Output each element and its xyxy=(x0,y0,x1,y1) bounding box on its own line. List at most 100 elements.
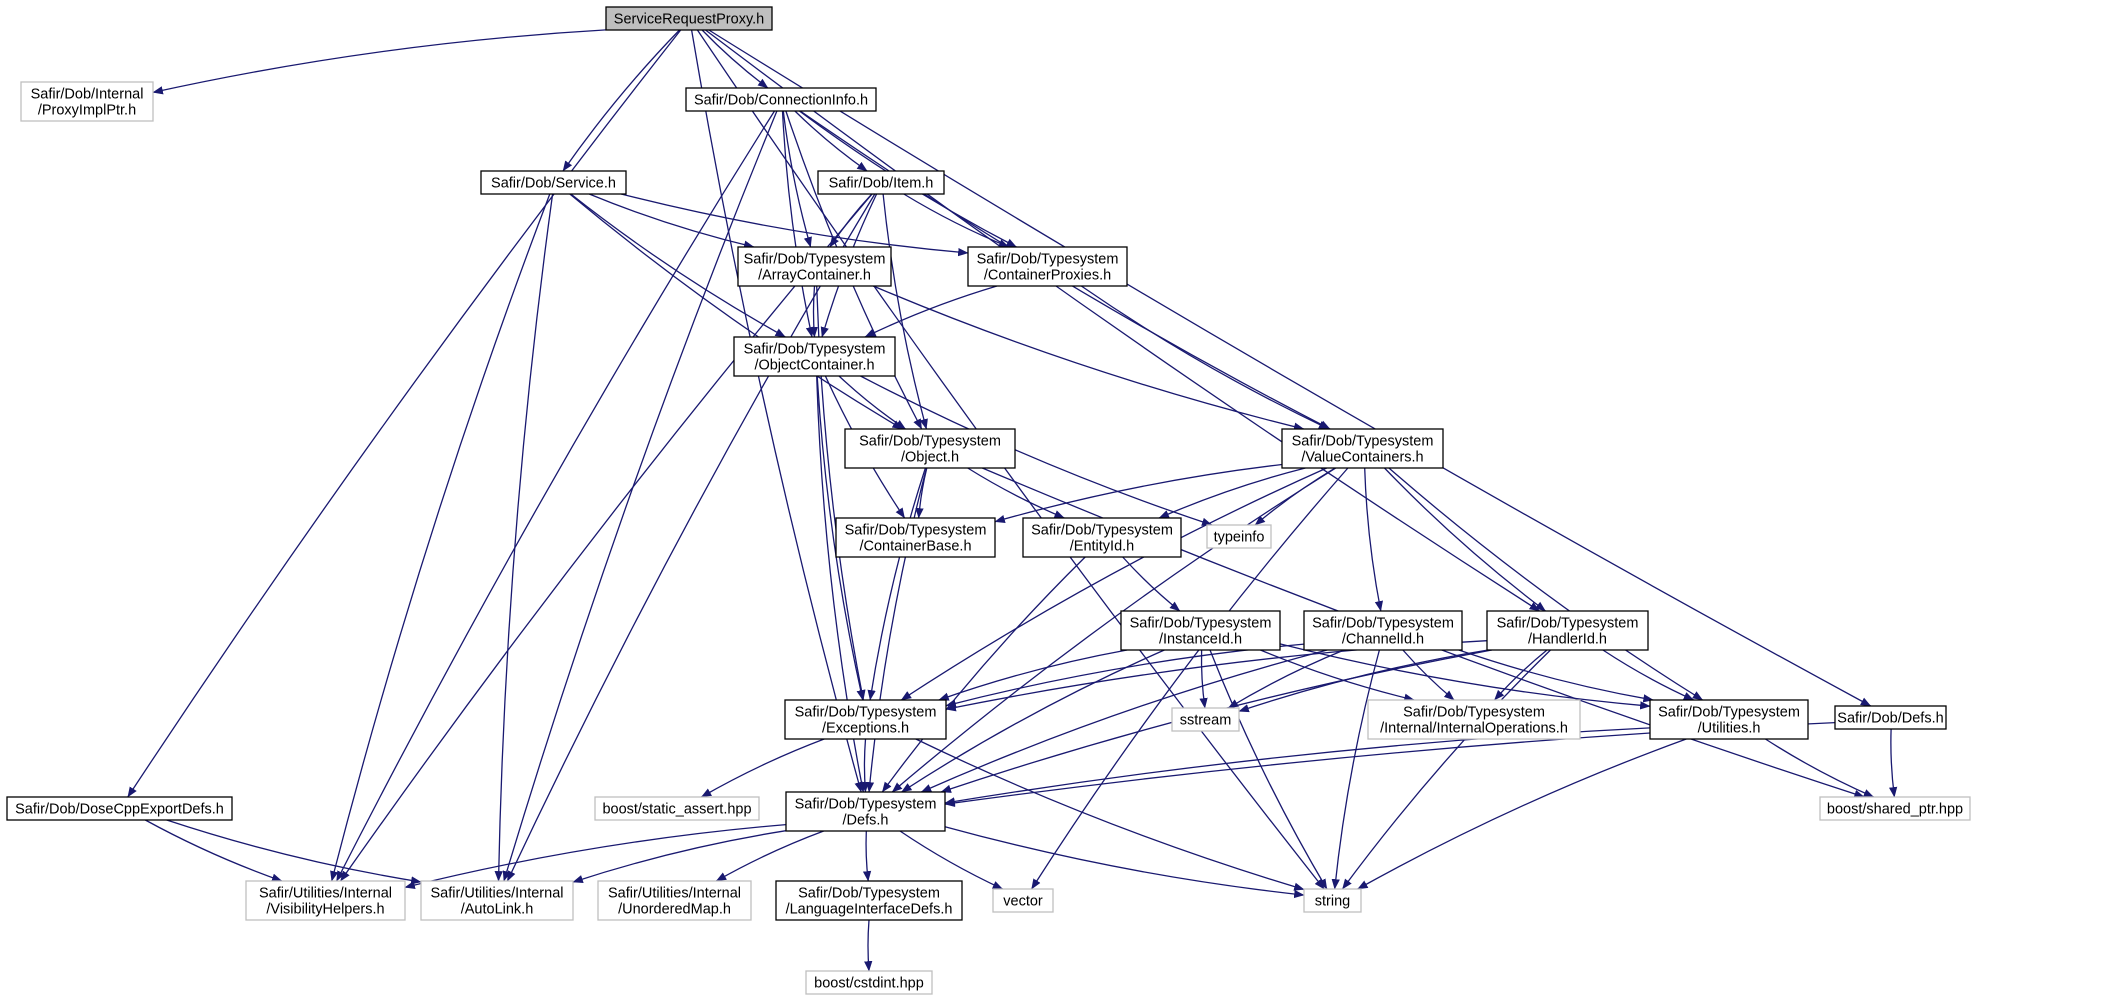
edge-channelid-to-tsdefs xyxy=(920,649,1328,793)
edge-utilities-to-string xyxy=(1357,738,1687,890)
node-label-cstdint: boost/cstdint.hpp xyxy=(814,976,924,992)
edge-handlerid-to-utilities xyxy=(1602,649,1695,701)
node-autolink[interactable]: Safir/Utilities/Internal/AutoLink.h xyxy=(420,880,574,921)
node-proxyimpl[interactable]: Safir/Dob/Internal/ProxyImplPtr.h xyxy=(20,81,154,122)
edge-arraycont-to-objcont xyxy=(809,285,818,338)
node-label-objcont: /ObjectContainer.h xyxy=(754,358,874,374)
edge-service-to-arraycont xyxy=(588,193,755,249)
node-service[interactable]: Safir/Dob/Service.h xyxy=(480,170,627,195)
node-objcont[interactable]: Safir/Dob/Typesystem/ObjectContainer.h xyxy=(733,336,896,377)
node-label-contproxies: Safir/Dob/Typesystem xyxy=(977,252,1119,268)
node-box-dobdefs xyxy=(1834,705,1947,730)
node-label-exceptions: Safir/Dob/Typesystem xyxy=(795,705,937,721)
node-sharedptr[interactable]: boost/shared_ptr.hpp xyxy=(1819,796,1971,821)
edge-utilities-to-sharedptr xyxy=(1765,738,1875,798)
nodes-layer: ServiceRequestProxy.hSafir/Dob/Internal/… xyxy=(6,6,1971,995)
edge-exceptions-to-staticassert xyxy=(700,738,825,798)
edge-valuecont-to-handlerid xyxy=(1384,467,1546,612)
node-label-service: Safir/Dob/Service.h xyxy=(491,176,616,192)
node-vector[interactable]: vector xyxy=(992,888,1054,913)
node-label-internalops: Safir/Dob/Typesystem xyxy=(1403,705,1545,721)
edge-tsdefs-to-langiface xyxy=(862,830,872,882)
edge-conninfo-to-visibility xyxy=(336,110,776,882)
node-label-channelid: Safir/Dob/Typesystem xyxy=(1312,616,1454,632)
edge-item-to-object xyxy=(882,193,928,430)
node-box-internalops xyxy=(1367,699,1581,740)
edge-service-to-object xyxy=(569,193,903,430)
node-contbase[interactable]: Safir/Dob/Typesystem/ContainerBase.h xyxy=(835,517,996,558)
edge-instanceid-to-tsdefs xyxy=(901,649,1165,793)
node-internalops[interactable]: Safir/Dob/Typesystem/Internal/InternalOp… xyxy=(1367,699,1581,740)
edge-valuecont-to-tsdefs xyxy=(891,467,1337,793)
edge-object-to-entityid xyxy=(967,467,1065,519)
node-box-unorderedmap xyxy=(597,880,752,921)
edge-valuecont-to-entityid xyxy=(1158,467,1306,519)
node-label-root: ServiceRequestProxy.h xyxy=(614,12,764,28)
node-box-cstdint xyxy=(805,970,933,995)
node-dosecpp[interactable]: Safir/Dob/DoseCppExportDefs.h xyxy=(6,796,233,821)
node-box-handlerid xyxy=(1486,610,1649,651)
edge-channelid-to-sstream xyxy=(1227,649,1345,709)
node-box-exceptions xyxy=(784,699,947,740)
node-root[interactable]: ServiceRequestProxy.h xyxy=(605,6,773,31)
node-label-unorderedmap: Safir/Utilities/Internal xyxy=(608,886,741,902)
edge-dobdefs-to-sharedptr xyxy=(1889,728,1898,798)
node-cstdint[interactable]: boost/cstdint.hpp xyxy=(805,970,933,995)
node-valuecont[interactable]: Safir/Dob/Typesystem/ValueContainers.h xyxy=(1281,428,1444,469)
node-box-staticassert xyxy=(594,796,760,821)
edge-root-to-service xyxy=(562,29,680,172)
node-string[interactable]: string xyxy=(1303,888,1362,913)
node-visibility[interactable]: Safir/Utilities/Internal/VisibilityHelpe… xyxy=(245,880,406,921)
node-typeinfo[interactable]: typeinfo xyxy=(1206,524,1272,549)
edge-entityid-to-tsdefs xyxy=(881,556,1086,793)
edge-tsdefs-to-unorderedmap xyxy=(715,830,824,882)
edge-root-to-tsdefs xyxy=(690,29,863,793)
node-contproxies[interactable]: Safir/Dob/Typesystem/ContainerProxies.h xyxy=(967,246,1128,287)
node-label-contbase: Safir/Dob/Typesystem xyxy=(845,523,987,539)
node-box-vector xyxy=(992,888,1054,913)
node-conninfo[interactable]: Safir/Dob/ConnectionInfo.h xyxy=(685,87,877,112)
node-label-entityid: /EntityId.h xyxy=(1070,539,1134,555)
edge-objcont-to-typeinfo xyxy=(860,375,1213,526)
edge-dosecpp-to-visibility xyxy=(144,819,283,882)
node-utilities[interactable]: Safir/Dob/Typesystem/Utilities.h xyxy=(1649,699,1809,740)
node-box-typeinfo xyxy=(1206,524,1272,549)
node-channelid[interactable]: Safir/Dob/Typesystem/ChannelId.h xyxy=(1303,610,1463,651)
node-label-instanceid: Safir/Dob/Typesystem xyxy=(1130,616,1272,632)
edge-dosecpp-to-autolink xyxy=(166,819,422,885)
node-box-dosecpp xyxy=(6,796,233,821)
node-entityid[interactable]: Safir/Dob/Typesystem/EntityId.h xyxy=(1022,517,1182,558)
node-langiface[interactable]: Safir/Dob/Typesystem/LanguageInterfaceDe… xyxy=(775,880,963,921)
node-box-sharedptr xyxy=(1819,796,1971,821)
node-object[interactable]: Safir/Dob/Typesystem/Object.h xyxy=(844,428,1016,469)
node-arraycont[interactable]: Safir/Dob/Typesystem/ArrayContainer.h xyxy=(737,246,892,287)
node-label-langiface: /LanguageInterfaceDefs.h xyxy=(786,902,953,918)
node-instanceid[interactable]: Safir/Dob/Typesystem/InstanceId.h xyxy=(1120,610,1281,651)
edge-valuecont-to-exceptions xyxy=(900,467,1327,701)
edge-root-to-dobdefs xyxy=(708,29,1872,707)
node-sstream[interactable]: sstream xyxy=(1171,707,1240,732)
node-item[interactable]: Safir/Dob/Item.h xyxy=(817,170,945,195)
edge-handlerid-to-string xyxy=(1341,649,1551,890)
node-label-arraycont: Safir/Dob/Typesystem xyxy=(744,252,886,268)
node-exceptions[interactable]: Safir/Dob/Typesystem/Exceptions.h xyxy=(784,699,947,740)
node-dobdefs[interactable]: Safir/Dob/Defs.h xyxy=(1834,705,1947,730)
edge-handlerid-to-exceptions xyxy=(945,640,1488,712)
edge-exceptions-to-tsdefs xyxy=(860,738,869,793)
node-staticassert[interactable]: boost/static_assert.hpp xyxy=(594,796,760,821)
node-label-unorderedmap: /UnorderedMap.h xyxy=(618,902,731,918)
edge-handlerid-to-internalops xyxy=(1494,649,1548,701)
edge-instanceid-to-string xyxy=(1209,649,1328,890)
node-label-entityid: Safir/Dob/Typesystem xyxy=(1031,523,1173,539)
edge-contproxies-to-valuecont xyxy=(1080,285,1330,430)
edge-arraycont-to-valuecont xyxy=(872,285,1305,431)
node-label-valuecont: Safir/Dob/Typesystem xyxy=(1292,434,1434,450)
node-tsdefs[interactable]: Safir/Dob/Typesystem/Defs.h xyxy=(785,791,946,832)
node-box-root xyxy=(605,6,773,31)
edge-item-to-visibility xyxy=(340,193,873,882)
node-unorderedmap[interactable]: Safir/Utilities/Internal/UnorderedMap.h xyxy=(597,880,752,921)
node-handlerid[interactable]: Safir/Dob/Typesystem/HandlerId.h xyxy=(1486,610,1649,651)
node-box-string xyxy=(1303,888,1362,913)
node-label-conninfo: Safir/Dob/ConnectionInfo.h xyxy=(694,93,868,109)
